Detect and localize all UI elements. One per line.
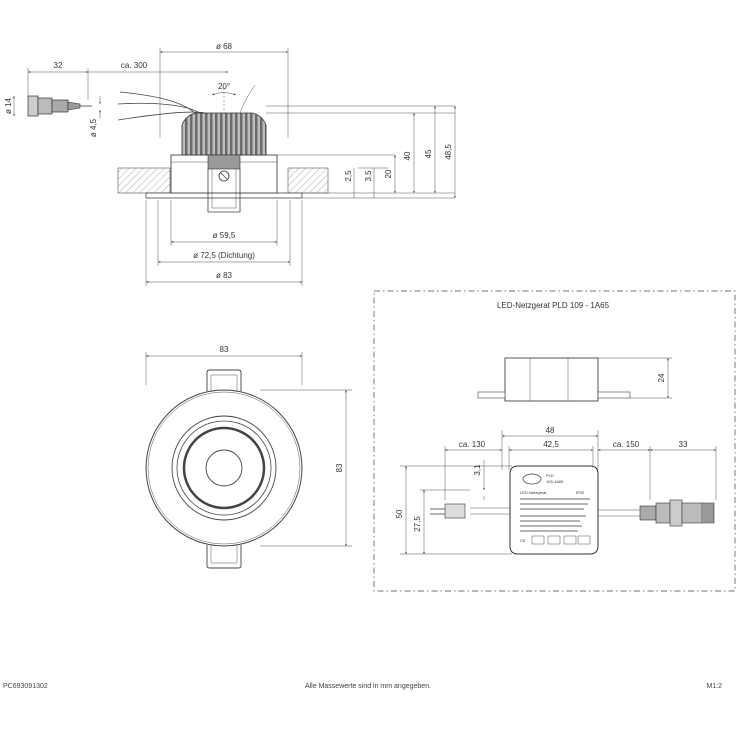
driver-body: PLD 109-1A65 LED-Netzgerat IP20 CE [509,465,599,555]
dim-h20: 20 [384,169,393,178]
dim-d72-5: ø 72,5 (Dichtung) [193,251,255,260]
dim-h3-5: 3,5 [364,170,373,182]
dim-d68: ø 68 [216,42,233,51]
dim-front-h83: 83 [335,463,344,472]
cert-mark-icon [547,535,561,545]
driver-side-view: 24 [477,357,672,402]
ceiling-left-section [117,167,171,194]
driver-input-wire [444,503,466,519]
dim-driver-h24: 24 [657,373,666,382]
brand-logo [522,473,542,485]
driver-dashed-frame [373,290,736,592]
driver-panel: LED-Netzgerat PLD 109 - 1A65 24 48 42,5 … [373,290,736,592]
cert-mark-icon [531,535,545,545]
dim-driver-h50: 50 [395,509,404,518]
label-model: PLD [546,473,554,478]
cert-mark-icon [577,535,591,545]
footer-scale: M1:2 [706,683,722,690]
dim-h45: 45 [424,149,433,158]
heat-sink [181,112,267,156]
cert-mark-icon [563,535,577,545]
connector-plug [27,95,92,117]
dim-ca300: ca. 300 [121,61,148,70]
luminaire-flange [145,192,303,199]
dim-d59-5: ø 59,5 [213,231,236,240]
dim-front-w83: 83 [220,345,229,354]
dim-h40: 40 [403,151,412,160]
driver-title: LED-Netzgerat PLD 109 - 1A65 [497,301,610,310]
dim-d14: ø 14 [4,97,13,114]
dim-driver-w42-5: 42,5 [543,440,559,449]
footer-code: PC693091302 [3,683,48,690]
dim-driver-ca150: ca. 150 [613,440,640,449]
dim-angle: 20° [218,82,230,91]
label-code: 109-1A65 [546,479,564,484]
dim-driver-h3-1: 3,1 [473,464,482,476]
dim-d4-5: ø 4,5 [89,118,98,137]
dim-driver-ca130: ca. 130 [459,440,486,449]
dim-d83: ø 83 [216,271,233,280]
side-section-view: ø 68 32 ca. 300 20° ø 14 ø 4,5 48,5 45 4… [4,42,456,286]
front-clip-top [206,369,242,391]
dim-driver-h27-5: 27,5 [413,516,422,532]
ceiling-right-section [287,167,329,194]
dim-h48-5: 48,5 [444,144,453,160]
label-ip: IP20 [576,490,585,495]
dim-h2-5: 2,5 [344,170,353,182]
dim-driver-w48: 48 [546,426,555,435]
front-led-lens [205,449,243,487]
spring-clip [207,154,241,170]
front-clip-bottom [206,545,242,569]
footer-note: Alle Massewerte sind in mm angegeben. [304,683,432,690]
dim-32: 32 [54,61,63,70]
front-view: 83 83 [145,345,352,569]
driver-output-connector [639,499,715,527]
ce-mark-icon: CE [520,538,526,543]
dim-driver-w33: 33 [679,440,688,449]
label-name: LED-Netzgerat [520,490,547,495]
